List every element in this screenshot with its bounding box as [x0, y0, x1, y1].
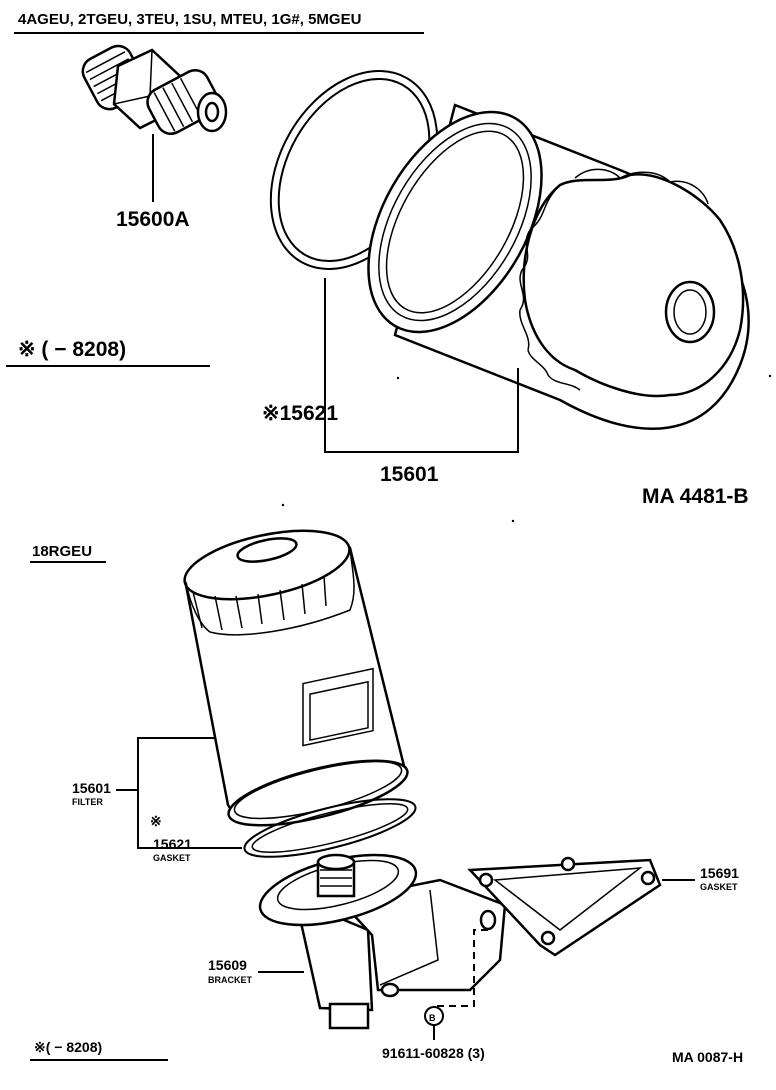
top-heading: 4AGEU, 2TGEU, 3TEU, 1SU, MTEU, 1G#, 5MGE…	[18, 11, 361, 28]
label-gasket-name: GASKET	[153, 853, 191, 863]
stray-dot	[511, 519, 515, 523]
leader-15601-bracket	[324, 278, 519, 453]
bracket-15609	[258, 853, 507, 1030]
leader-filter-gasket	[137, 737, 242, 849]
bottom-heading: 18RGEU	[32, 543, 92, 560]
label-15691: 15691	[700, 865, 739, 881]
label-bolt: 91611-60828 (3)	[382, 1045, 485, 1061]
stray-dot	[396, 376, 400, 380]
label-15601-bottom: 15601	[72, 780, 111, 796]
oil-filter-15601-top	[367, 103, 750, 430]
bottom-ref: MA 0087-H	[672, 1049, 743, 1065]
union-bolt-15600A	[81, 44, 228, 135]
label-gasket2-name: GASKET	[700, 882, 738, 892]
stray-dot	[768, 374, 772, 378]
leader-bolt-dashed	[436, 929, 488, 1007]
label-15601-top: 15601	[380, 463, 439, 486]
label-15600A: 15600A	[116, 208, 190, 231]
label-filter-name: FILTER	[72, 797, 103, 807]
label-bracket-name: BRACKET	[208, 975, 253, 985]
label-gasket-mark: ※	[150, 813, 162, 829]
bolt-marker-label: B	[429, 1013, 436, 1023]
bottom-note: ※( − 8208)	[34, 1039, 102, 1055]
stray-dot	[281, 503, 285, 507]
top-ref: MA 4481-B	[642, 485, 749, 508]
label-15609: 15609	[208, 957, 247, 973]
top-note: ※ ( − 8208)	[18, 338, 126, 361]
label-15621-bottom: 15621	[153, 836, 192, 852]
label-15621-top: ※15621	[262, 402, 338, 425]
gasket-ring-15621-bottom	[243, 798, 417, 858]
gasket-15691	[467, 856, 662, 957]
oil-filter-15601-bottom	[183, 529, 409, 827]
